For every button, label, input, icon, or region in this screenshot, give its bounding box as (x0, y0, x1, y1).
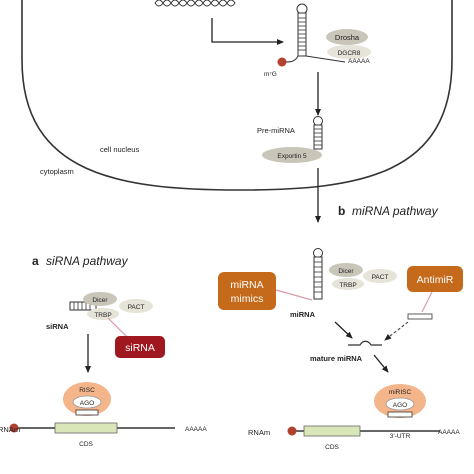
mature-to-mirisc-arrow (373, 354, 389, 373)
dicer-label-b: Dicer (338, 268, 354, 275)
panel-a-title: siRNA pathway (46, 254, 129, 268)
cap-label: m⁷G (264, 71, 277, 78)
nucleus-membrane (21, 0, 453, 191)
antimir-connector (421, 291, 433, 313)
dna-helix (154, 0, 236, 7)
polya-tail-nucleus: AAAAA (348, 58, 370, 65)
dgcr8-protein (327, 45, 371, 59)
sirna-box[interactable] (115, 336, 165, 358)
rnam-label-a: RNAm (0, 425, 20, 434)
transcription-arrow (211, 18, 284, 45)
ago-label-b: AGO (393, 402, 407, 409)
trbp-protein-a (87, 308, 119, 320)
cds-label-b: CDS (325, 444, 339, 451)
dicer-protein-a (83, 292, 117, 306)
sirna-box-label: siRNA (125, 342, 155, 354)
pact-protein-b (363, 269, 397, 283)
mirisc-label: miRISC (389, 389, 412, 396)
antimir-box[interactable] (407, 266, 463, 292)
utr-label: 3’-UTR (390, 433, 411, 440)
sirna-connector (107, 317, 129, 339)
mimics-line2: mimics (231, 293, 264, 305)
cap-b (287, 426, 297, 436)
exportin-label: Exportin 5 (277, 153, 307, 160)
dgcr8-label: DGCR8 (338, 50, 361, 57)
antimir-inhibit-arrow (384, 321, 409, 341)
ago-label-a: AGO (80, 400, 94, 407)
dicer-protein-b (329, 263, 363, 277)
panel-b-title: miRNA pathway (352, 204, 439, 218)
mirisc-guide (387, 411, 413, 418)
cds-label-a: CDS (79, 441, 93, 448)
pact-label-a: PACT (128, 304, 145, 311)
ago-protein-b (385, 397, 415, 411)
risc-label: RISC (79, 387, 95, 394)
mirna-to-mature-arrow (334, 321, 353, 339)
polya-a: AAAAA (185, 426, 207, 433)
exportin-protein (262, 147, 322, 163)
trbp-protein-b (332, 278, 364, 290)
mature-mirna-strand (348, 340, 382, 346)
polya-b: AAAAA (438, 429, 460, 436)
mimics-line1: miRNA (230, 279, 263, 291)
mirna-mimics-box[interactable] (218, 272, 276, 310)
trbp-label-a: TRBP (94, 312, 111, 319)
antimir-strand (407, 313, 433, 320)
sirna-label: siRNA (46, 322, 69, 331)
pact-label-b: PACT (372, 274, 389, 281)
trbp-label-b: TRBP (339, 282, 356, 289)
mimics-connector (275, 289, 313, 301)
pre-mirna-hairpin (313, 116, 323, 150)
mirna-hairpin-b (313, 248, 323, 300)
ago-protein-a (72, 395, 102, 409)
dicer-label-a: Dicer (92, 297, 108, 304)
pact-protein-a (119, 299, 153, 313)
drosha-label: Drosha (335, 33, 360, 42)
drosha-protein (326, 29, 368, 45)
mirna-label-b: miRNA (290, 310, 316, 319)
panel-b-letter: b (338, 204, 345, 218)
cytoplasm-label: cytoplasm (40, 167, 74, 176)
cell-nucleus-label: cell nucleus (100, 145, 139, 154)
cds-box-b (303, 425, 361, 437)
risc-guide-a (75, 409, 99, 416)
antimir-label: AntimiR (417, 274, 454, 286)
cap-a (9, 423, 19, 433)
rnam-label-b: RNAm (248, 428, 270, 437)
panel-a-letter: a (32, 254, 39, 268)
cds-box-a (54, 422, 118, 434)
mature-mirna-label: mature miRNA (310, 354, 363, 363)
cap-nucleus (277, 57, 287, 67)
pre-mirna-label: Pre-miRNA (257, 126, 295, 135)
